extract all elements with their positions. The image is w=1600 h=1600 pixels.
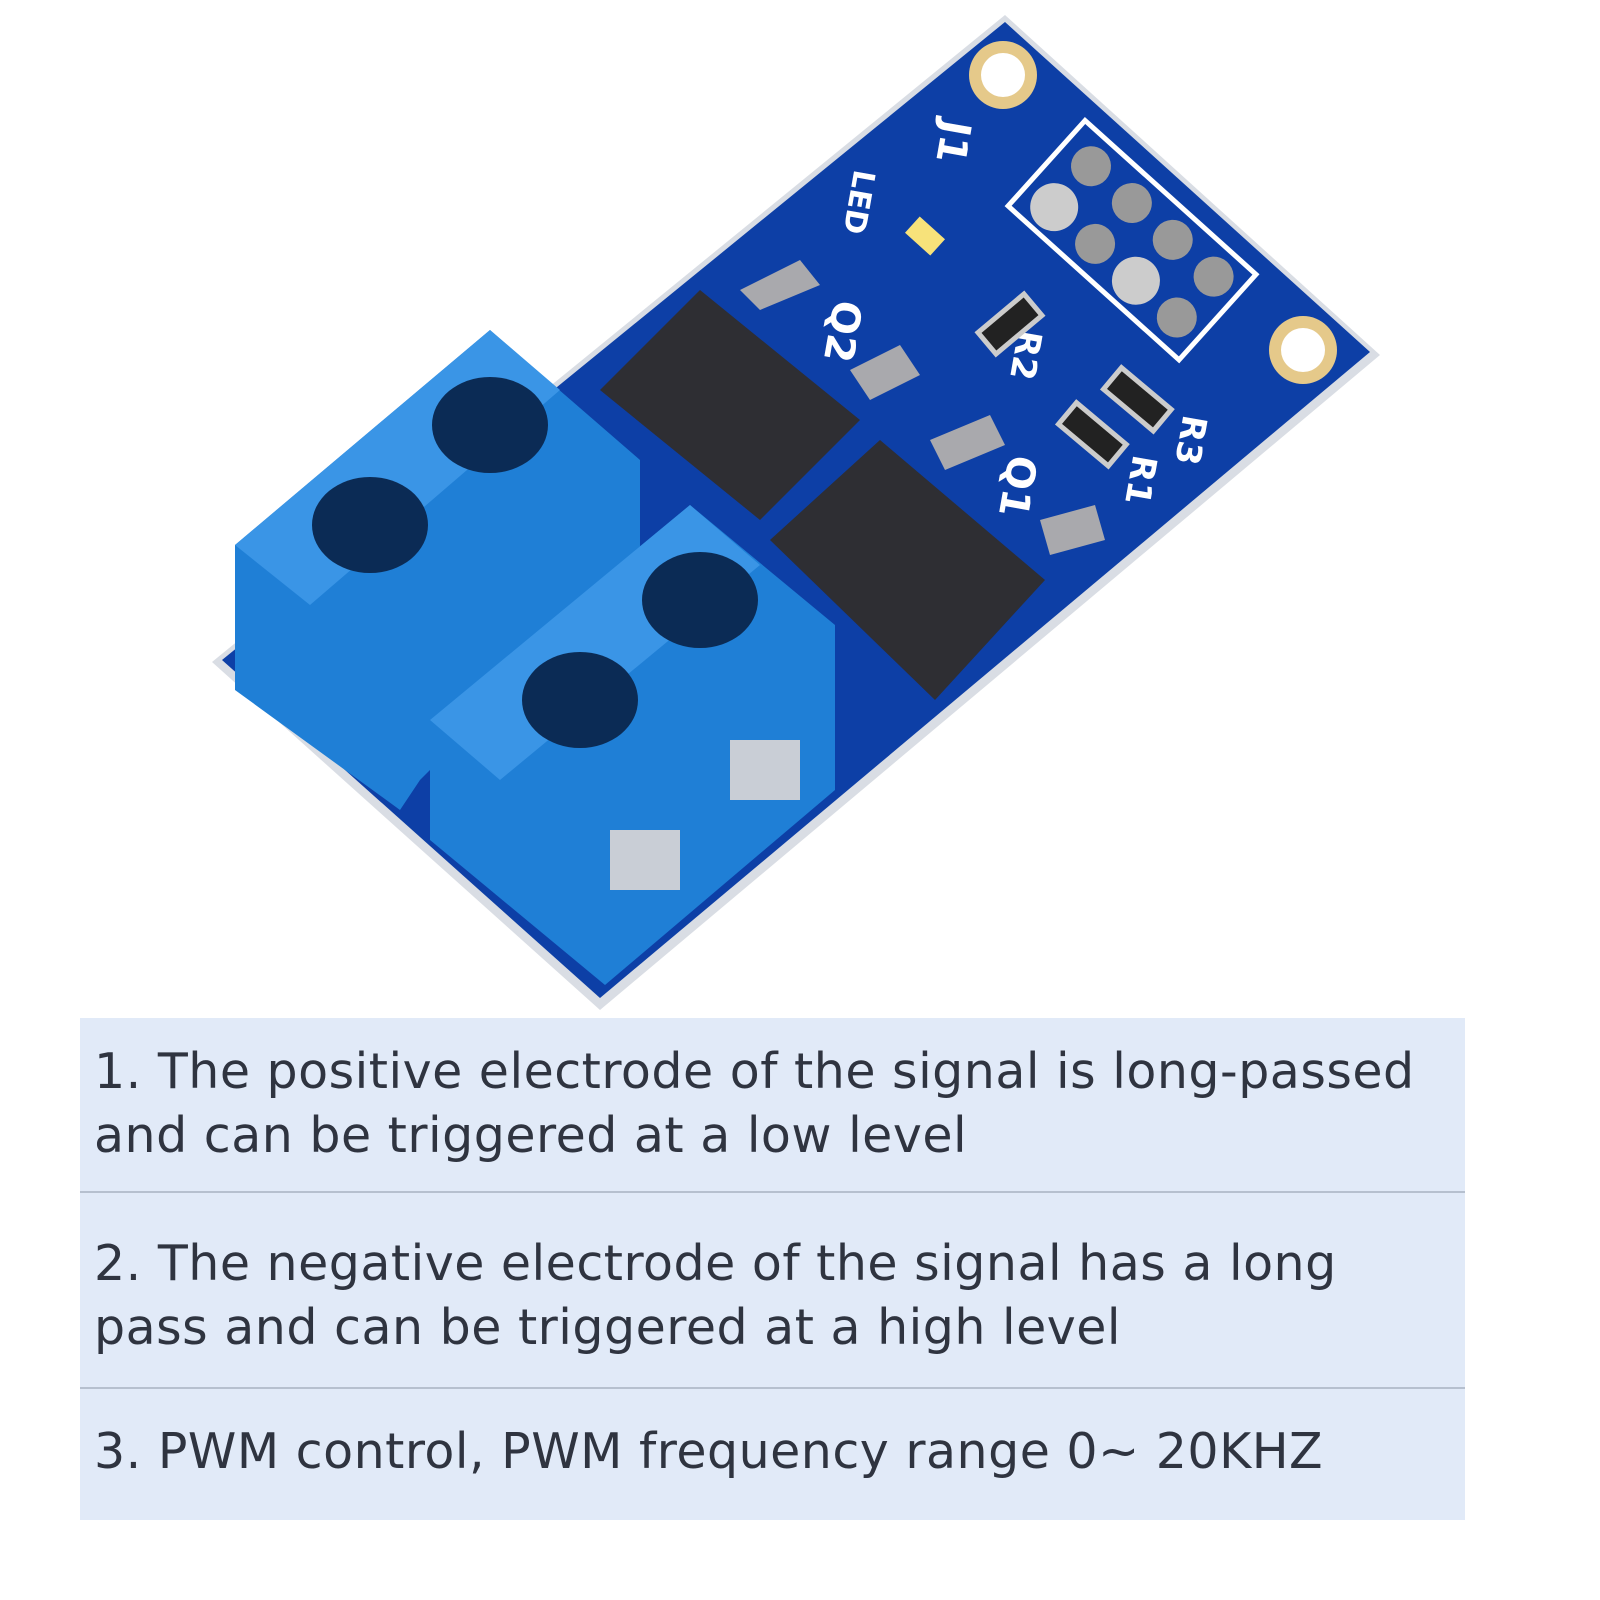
led [905,216,945,256]
label-j1: J1 [926,114,979,167]
j1-header-pads [1004,116,1260,364]
resistor-r1 [1054,399,1130,470]
label-r1: R1 [1116,452,1164,508]
feature-1: 1. The positive electrode of the signal … [94,1043,1415,1164]
resistor-r2 [974,290,1046,358]
feature-3: 3. PWM control, PWM frequency range 0~ 2… [94,1423,1324,1480]
label-r3: R3 [1166,412,1214,468]
mosfet-q1 [770,415,1105,700]
terminal-block-1 [235,330,640,810]
divider [80,1387,1465,1389]
mosfet-module-photo: J1 LED Q2 Q1 R2 R3 R1 [212,15,1380,1010]
terminal-block-2 [430,505,835,985]
label-q2: Q2 [814,297,870,366]
label-q1: Q1 [989,452,1045,521]
mosfet-q2 [600,260,920,520]
mounting-hole [981,53,1025,97]
features-panel: 1. The positive electrode of the signal … [80,1018,1465,1520]
mounting-hole [1281,328,1325,372]
divider [80,1191,1465,1193]
feature-2: 2. The negative electrode of the signal … [94,1235,1337,1356]
resistor-r3 [1099,364,1175,435]
